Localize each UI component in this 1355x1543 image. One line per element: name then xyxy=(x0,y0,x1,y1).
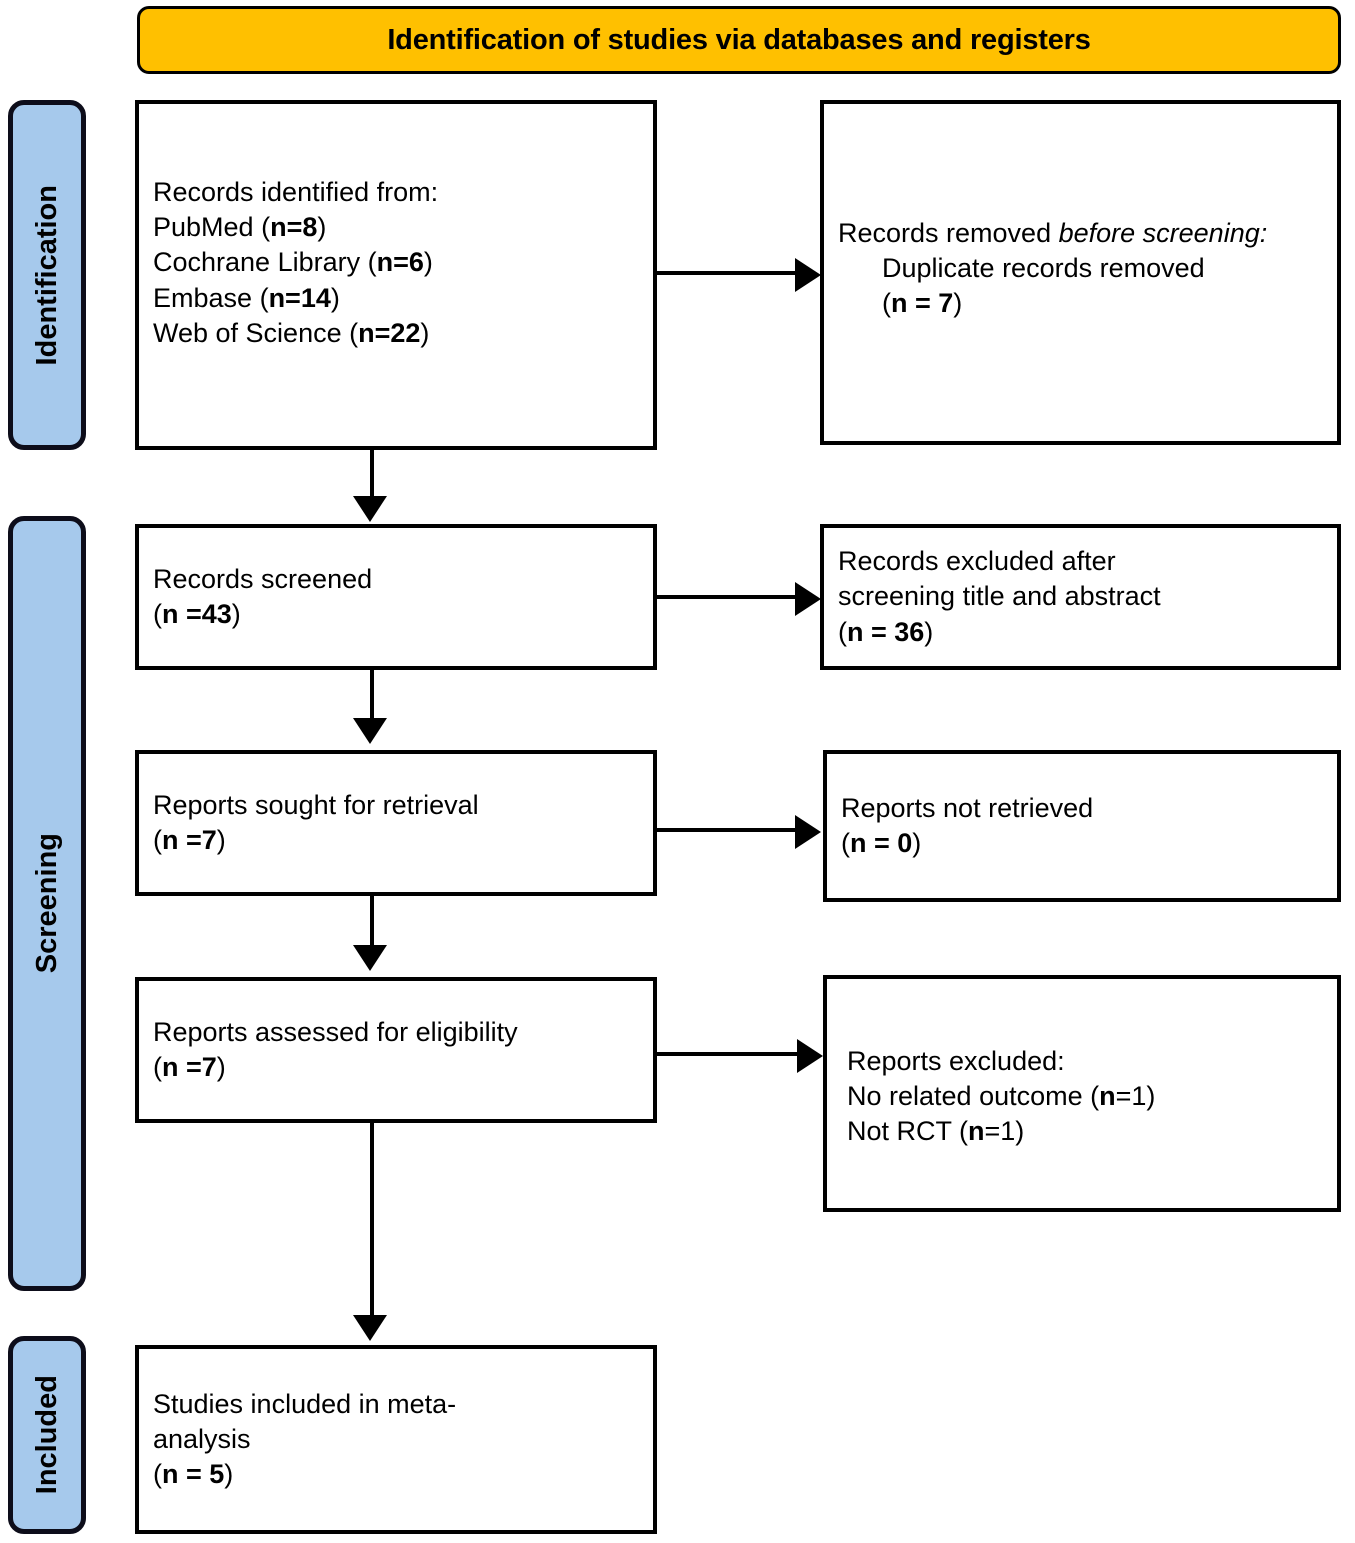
box-reports-excluded-text: Reports excluded: No related outcome (n=1… xyxy=(841,1044,1323,1149)
excluded-reason-2: Not RCT (n=1) xyxy=(847,1116,1025,1147)
excluded-screening-line2: screening title and abstract xyxy=(838,581,1161,612)
removed-detail: Duplicate records removed xyxy=(882,252,1205,283)
box-records-removed: Records removed before screening: Duplica… xyxy=(820,100,1341,445)
box-reports-assessed-text: Reports assessed for eligibility (n =7) xyxy=(153,1015,639,1085)
box-records-removed-text: Records removed before screening: Duplica… xyxy=(838,216,1323,321)
excluded-reports-heading: Reports excluded: xyxy=(847,1045,1065,1076)
screened-count: (n =43) xyxy=(153,599,241,629)
stage-label-identification: Identification xyxy=(30,184,63,366)
excluded-screening-count: (n = 36) xyxy=(838,616,934,647)
arrow-identified-to-removed-head-icon xyxy=(795,258,821,292)
arrow-sought-to-assessed-head-icon xyxy=(353,945,387,971)
arrow-sought-to-assessed-line xyxy=(370,896,374,947)
box-records-excluded-screening: Records excluded after screening title an… xyxy=(820,524,1341,670)
included-line2: analysis xyxy=(153,1423,251,1454)
arrow-assessed-to-included-head-icon xyxy=(353,1315,387,1341)
sought-label: Reports sought for retrieval xyxy=(153,789,479,820)
removed-lead-plain: Records removed xyxy=(838,217,1059,248)
included-count: (n = 5) xyxy=(153,1459,234,1490)
screened-label: Records screened xyxy=(153,563,373,594)
stage-bar-screening: Screening xyxy=(8,516,86,1291)
arrow-sought-to-not-retrieved-head-icon xyxy=(795,815,821,849)
source-embase: Embase (n=14) xyxy=(153,282,340,313)
box-records-excluded-screening-text: Records excluded after screening title an… xyxy=(838,544,1323,649)
banner-title: Identification of studies via databases … xyxy=(387,23,1091,56)
arrow-assessed-to-included-line xyxy=(370,1123,374,1317)
assessed-label: Reports assessed for eligibility xyxy=(153,1016,518,1047)
stage-bar-identification: Identification xyxy=(8,100,86,450)
arrow-sought-to-not-retrieved-line xyxy=(657,828,797,832)
arrow-assessed-to-excluded-reports-line xyxy=(657,1052,799,1056)
box-reports-not-retrieved-text: Reports not retrieved (n = 0) xyxy=(841,791,1323,861)
box-studies-included: Studies included in meta-analysis (n = 5) xyxy=(135,1345,657,1534)
arrow-assessed-to-excluded-reports-head-icon xyxy=(797,1039,823,1073)
removed-lead-tail: : xyxy=(1259,217,1268,248)
box-reports-not-retrieved: Reports not retrieved (n = 0) xyxy=(823,750,1341,902)
assessed-count: (n =7) xyxy=(153,1052,226,1082)
records-identified-heading: Records identified from: xyxy=(153,177,439,208)
removed-count: (n = 7) xyxy=(882,288,963,319)
arrow-screened-to-sought-line xyxy=(370,670,374,720)
arrow-identified-to-screened-line xyxy=(370,450,374,498)
box-records-identified-text: Records identified from: PubMed (n=8) Coch… xyxy=(153,175,639,350)
box-reports-excluded: Reports excluded: No related outcome (n=1… xyxy=(823,975,1341,1212)
not-retrieved-count: (n = 0) xyxy=(841,828,922,858)
source-pubmed: PubMed (n=8) xyxy=(153,212,327,243)
removed-lead-italic: before screening xyxy=(1058,217,1260,248)
arrow-identified-to-removed-line xyxy=(657,271,797,275)
stage-label-screening: Screening xyxy=(30,833,63,974)
sought-count: (n =7) xyxy=(153,825,226,855)
not-retrieved-label: Reports not retrieved xyxy=(841,792,1094,823)
box-studies-included-text: Studies included in meta-analysis (n = 5) xyxy=(153,1387,639,1492)
box-reports-sought-text: Reports sought for retrieval (n =7) xyxy=(153,788,639,858)
box-records-screened-text: Records screened (n =43) xyxy=(153,562,639,632)
source-wos: Web of Science (n=22) xyxy=(153,317,430,348)
excluded-screening-line1: Records excluded after xyxy=(838,546,1116,577)
box-records-identified: Records identified from: PubMed (n=8) Coch… xyxy=(135,100,657,450)
arrow-screened-to-excluded-line xyxy=(657,595,797,599)
box-reports-sought: Reports sought for retrieval (n =7) xyxy=(135,750,657,896)
diagram-banner: Identification of studies via databases … xyxy=(137,6,1341,74)
stage-bar-included: Included xyxy=(8,1336,86,1534)
source-cochrane: Cochrane Library (n=6) xyxy=(153,247,433,278)
arrow-screened-to-sought-head-icon xyxy=(353,718,387,744)
box-reports-assessed: Reports assessed for eligibility (n =7) xyxy=(135,977,657,1123)
included-line1: Studies included in meta- xyxy=(153,1388,457,1419)
arrow-screened-to-excluded-head-icon xyxy=(795,582,821,616)
excluded-reason-1: No related outcome (n=1) xyxy=(847,1080,1156,1111)
box-records-screened: Records screened (n =43) xyxy=(135,524,657,670)
arrow-identified-to-screened-head-icon xyxy=(353,496,387,522)
stage-label-included: Included xyxy=(30,1375,63,1495)
